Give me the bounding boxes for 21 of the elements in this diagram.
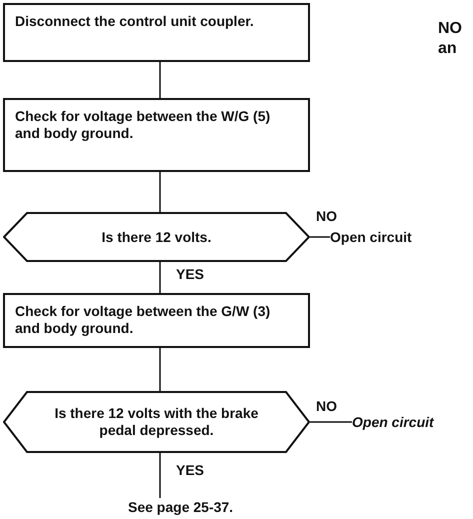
process-box: Check for voltage between the G/W (3) and body ground. bbox=[3, 293, 310, 348]
edge-label: NO bbox=[316, 208, 337, 224]
decision-hexagon: Is there 12 volts. bbox=[3, 212, 310, 262]
edge-label: NO bbox=[316, 398, 337, 414]
connector-line bbox=[159, 62, 161, 98]
result-text: Open circuit bbox=[352, 413, 434, 431]
note-text: an bbox=[438, 40, 457, 58]
connector-line bbox=[159, 453, 161, 498]
note-text: NO bbox=[438, 20, 462, 38]
connector-line bbox=[159, 348, 161, 391]
edge-label: YES bbox=[176, 462, 204, 478]
decision-hexagon: Is there 12 volts with the brake pedal depressed. bbox=[3, 391, 310, 453]
connector-line bbox=[310, 421, 352, 423]
process-box: Disconnect the control unit coupler. bbox=[3, 3, 310, 62]
connector-line bbox=[159, 262, 161, 293]
connector-line bbox=[310, 236, 330, 238]
reference-note: See page 25-37. bbox=[128, 498, 234, 516]
connector-line bbox=[159, 172, 161, 212]
process-box: Check for voltage between the W/G (5) and body ground. bbox=[3, 98, 310, 172]
result-text: Open circuit bbox=[330, 228, 412, 246]
edge-label: YES bbox=[176, 266, 204, 282]
